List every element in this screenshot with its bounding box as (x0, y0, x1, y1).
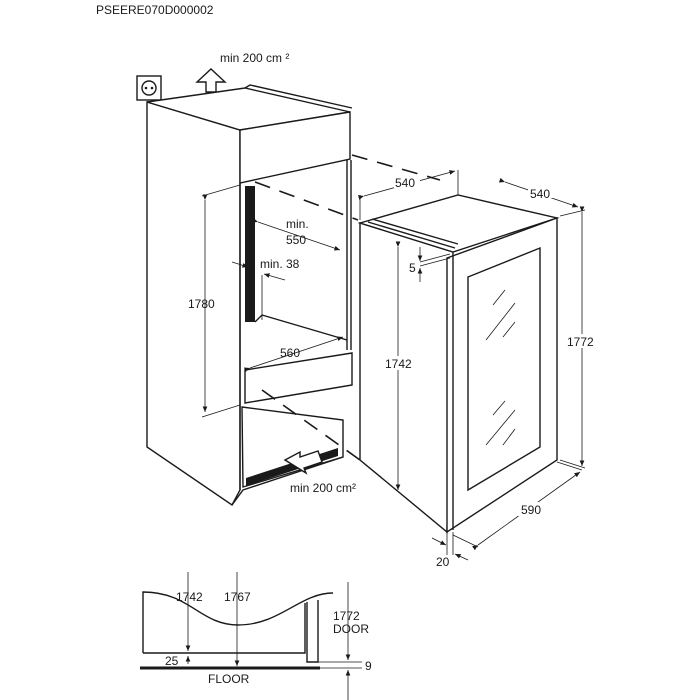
depth-label: 590 (521, 503, 541, 517)
detail-base-gap: 25 (165, 654, 179, 668)
gap-min-label: min. 38 (260, 257, 300, 271)
top-width-label: 540 (530, 187, 550, 201)
floor-label: FLOOR (208, 672, 250, 686)
vent-top-label: min 200 cm ² (220, 51, 289, 65)
cabinet-niche (146, 84, 353, 507)
depth-min-value: 550 (286, 233, 306, 247)
detail-height-1767: 1767 (224, 590, 251, 604)
detail-height-1742: 1742 (176, 590, 203, 604)
inner-side-strip (245, 186, 255, 322)
vent-arrow-bottom-icon (283, 450, 323, 475)
total-height-label: 1772 (567, 335, 594, 349)
wine-cooler (357, 194, 560, 534)
top-depth-label: 540 (395, 176, 415, 190)
body-height-label: 1742 (385, 357, 412, 371)
base-detail (140, 591, 362, 670)
vent-bottom-label: min 200 cm² (290, 481, 356, 495)
detail-door-height: 1772 (333, 609, 360, 623)
cabinet-width-label: 560 (280, 346, 300, 360)
detail-door-label: DOOR (333, 622, 369, 636)
door-thickness-label: 20 (436, 555, 450, 569)
detail-door-gap: 9 (365, 659, 372, 673)
diagram-code: PSEERE070D000002 (96, 3, 214, 17)
depth-min-label: min. (286, 217, 309, 231)
power-socket-icon (136, 75, 162, 101)
top-gap-label: 5 (409, 261, 416, 275)
door-glass (467, 246, 541, 492)
cabinet-height-label: 1780 (188, 297, 215, 311)
vent-arrow-up-icon (195, 68, 227, 93)
